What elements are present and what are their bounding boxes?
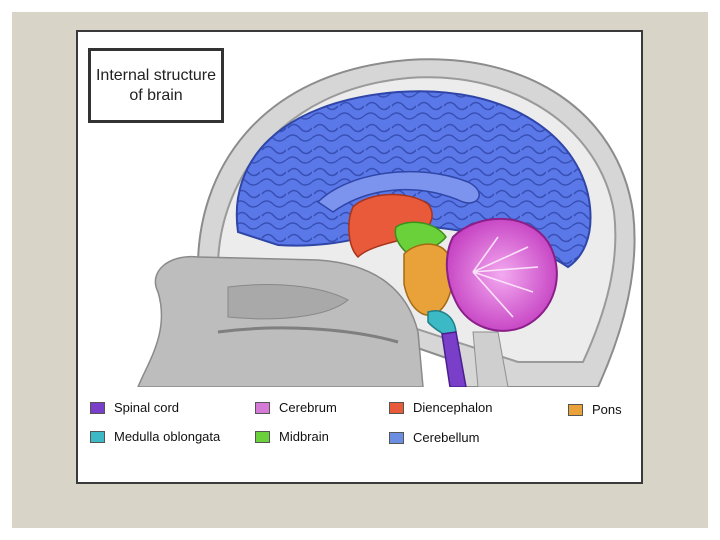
legend-swatch bbox=[389, 401, 404, 414]
legend-label: Medulla oblongata bbox=[114, 429, 221, 444]
legend-item-diencephalon: Diencephalon bbox=[389, 400, 493, 415]
arbor-vitae bbox=[472, 236, 539, 318]
vertebrae bbox=[472, 331, 509, 387]
palate bbox=[217, 326, 399, 344]
legend-label: Diencephalon bbox=[413, 400, 493, 415]
legend-label: Cerebellum bbox=[413, 430, 480, 445]
legend-swatch bbox=[90, 401, 105, 414]
legend-swatch bbox=[255, 430, 270, 443]
brain-illustration bbox=[137, 58, 636, 387]
diagram-frame: Internal structure of brain Spinal cord … bbox=[76, 30, 643, 484]
nasal-cavity bbox=[227, 284, 349, 320]
legend-item-cerebrum: Cerebrum bbox=[255, 400, 337, 415]
pons bbox=[403, 243, 454, 316]
legend-label: Spinal cord bbox=[114, 400, 180, 415]
legend-item-pons: Pons bbox=[568, 402, 622, 417]
legend-item-midbrain: Midbrain bbox=[255, 429, 329, 444]
legend-item-cerebellum: Cerebellum bbox=[389, 430, 479, 445]
legend-label: Pons bbox=[592, 402, 622, 417]
legend-swatch bbox=[568, 403, 583, 416]
legend-swatch bbox=[90, 430, 105, 443]
legend-label: Midbrain bbox=[279, 429, 329, 444]
face-region bbox=[137, 256, 424, 387]
legend-item-medulla-oblongata: Medulla oblongata bbox=[90, 429, 220, 444]
corpus-callosum bbox=[316, 170, 480, 213]
legend-swatch bbox=[389, 431, 404, 444]
legend-swatch bbox=[255, 401, 270, 414]
legend-label: Cerebrum bbox=[279, 400, 337, 415]
cerebellum bbox=[445, 217, 558, 332]
legend-item-spinal-cord: Spinal cord bbox=[90, 400, 179, 415]
diagram-title: Internal structure of brain bbox=[88, 48, 224, 123]
spinal-cord bbox=[441, 331, 467, 387]
